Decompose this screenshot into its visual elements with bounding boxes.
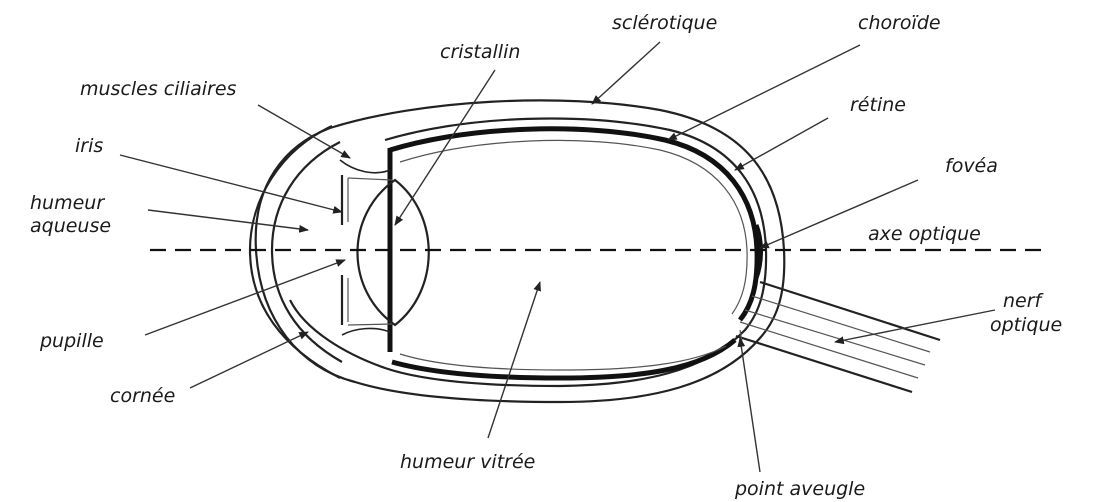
- label-retine: rétine: [850, 94, 906, 116]
- zonule-upper: [348, 178, 392, 180]
- sclera-inner: [290, 119, 766, 386]
- choroid-layer-lower: [392, 340, 735, 378]
- leader-humeur-aqueuse: [148, 210, 308, 230]
- leader-humeur-vitree: [488, 282, 540, 438]
- labels: sclérotique choroïde cristallin muscles …: [30, 12, 1062, 500]
- label-nerf-optique-2: optique: [990, 314, 1062, 336]
- eye-structure: [250, 100, 940, 402]
- zonule-lower: [348, 324, 392, 325]
- label-humeur-aqueuse-2: aqueuse: [30, 215, 111, 237]
- leader-choroide: [668, 45, 860, 140]
- label-muscles-ciliaires: muscles ciliaires: [80, 78, 237, 100]
- cornea-inner: [272, 142, 342, 362]
- ciliary-muscle: [340, 160, 390, 173]
- label-pupille: pupille: [39, 330, 104, 352]
- label-fovea: fovéa: [945, 155, 998, 177]
- leader-cornee: [190, 332, 308, 388]
- leader-sclerotique: [592, 42, 660, 104]
- retina-layer: [400, 140, 747, 314]
- choroid-layer: [390, 129, 757, 320]
- lens: [358, 180, 429, 325]
- leader-point-aveugle: [740, 338, 760, 472]
- label-nerf-optique-1: nerf: [1003, 290, 1045, 312]
- label-humeur-aqueuse-1: humeur: [30, 192, 105, 214]
- label-axe-optique: axe optique: [868, 223, 981, 245]
- ciliary-muscle-lower: [342, 328, 390, 335]
- label-cristallin: cristallin: [440, 41, 520, 63]
- label-cornee: cornée: [110, 385, 175, 407]
- leader-retine: [735, 118, 828, 170]
- optic-nerve: [736, 282, 940, 392]
- label-humeur-vitree: humeur vitrée: [400, 451, 535, 473]
- label-choroide: choroïde: [858, 12, 941, 34]
- leader-muscles-ciliaires: [258, 105, 350, 158]
- label-point-aveugle: point aveugle: [734, 478, 865, 500]
- label-iris: iris: [75, 135, 103, 157]
- leader-cristallin: [395, 70, 495, 225]
- leader-pupille: [145, 260, 345, 335]
- label-sclerotique: sclérotique: [612, 12, 717, 34]
